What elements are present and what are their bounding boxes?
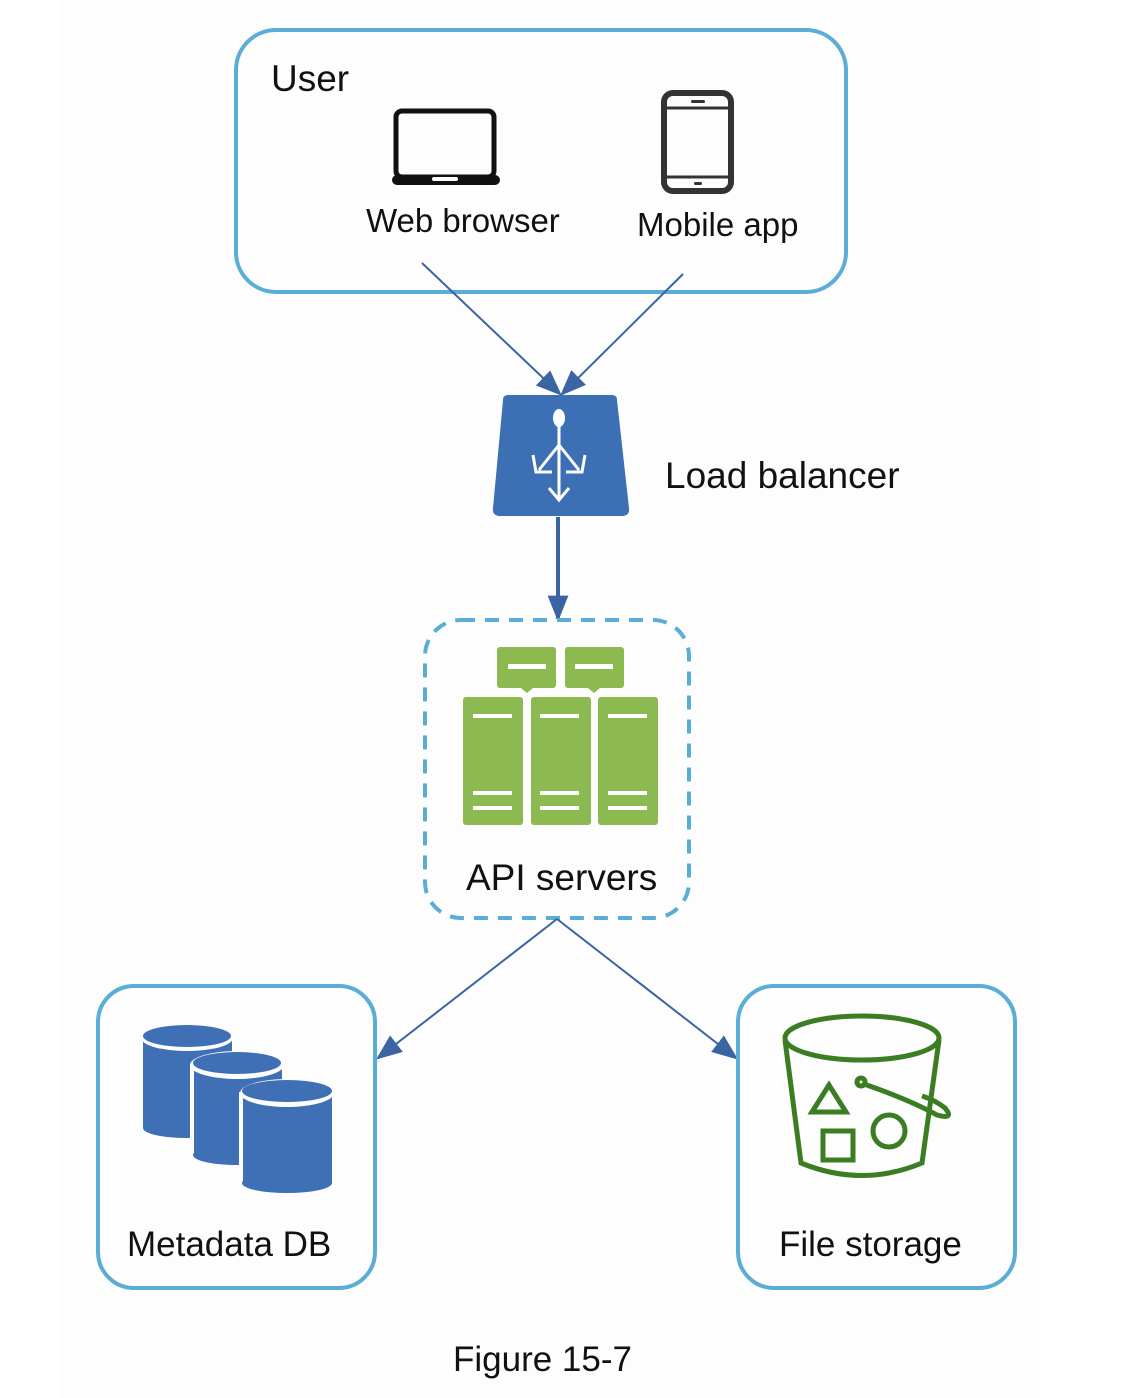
metadata-db-box[interactable] <box>96 984 377 1290</box>
api-servers-label: API servers <box>466 857 658 898</box>
figure-caption: Figure 15-7 <box>453 1340 632 1379</box>
file-storage-box[interactable] <box>736 984 1017 1290</box>
edge-mobile-to-lb <box>560 273 684 396</box>
user-group-box[interactable] <box>234 28 848 294</box>
smartphone-icon <box>661 90 734 194</box>
edge-web-to-lb <box>421 262 562 396</box>
laptop-icon <box>392 108 500 185</box>
load-balancer-icon[interactable] <box>492 395 630 516</box>
metadata-db-label: Metadata DB <box>127 1225 332 1264</box>
edge-api-to-storage <box>556 918 739 1060</box>
storage-bucket-icon <box>782 1013 952 1178</box>
edge-api-to-db <box>375 918 558 1060</box>
web-browser-label: Web browser <box>366 202 560 239</box>
file-storage-label: File storage <box>779 1225 962 1264</box>
mobile-app-label: Mobile app <box>637 206 799 243</box>
load-balancer-label: Load balancer <box>665 455 900 496</box>
user-group-title: User <box>271 58 350 99</box>
server-rack-icon <box>463 647 658 825</box>
database-icon <box>141 1025 334 1193</box>
api-servers-box[interactable] <box>423 618 691 920</box>
